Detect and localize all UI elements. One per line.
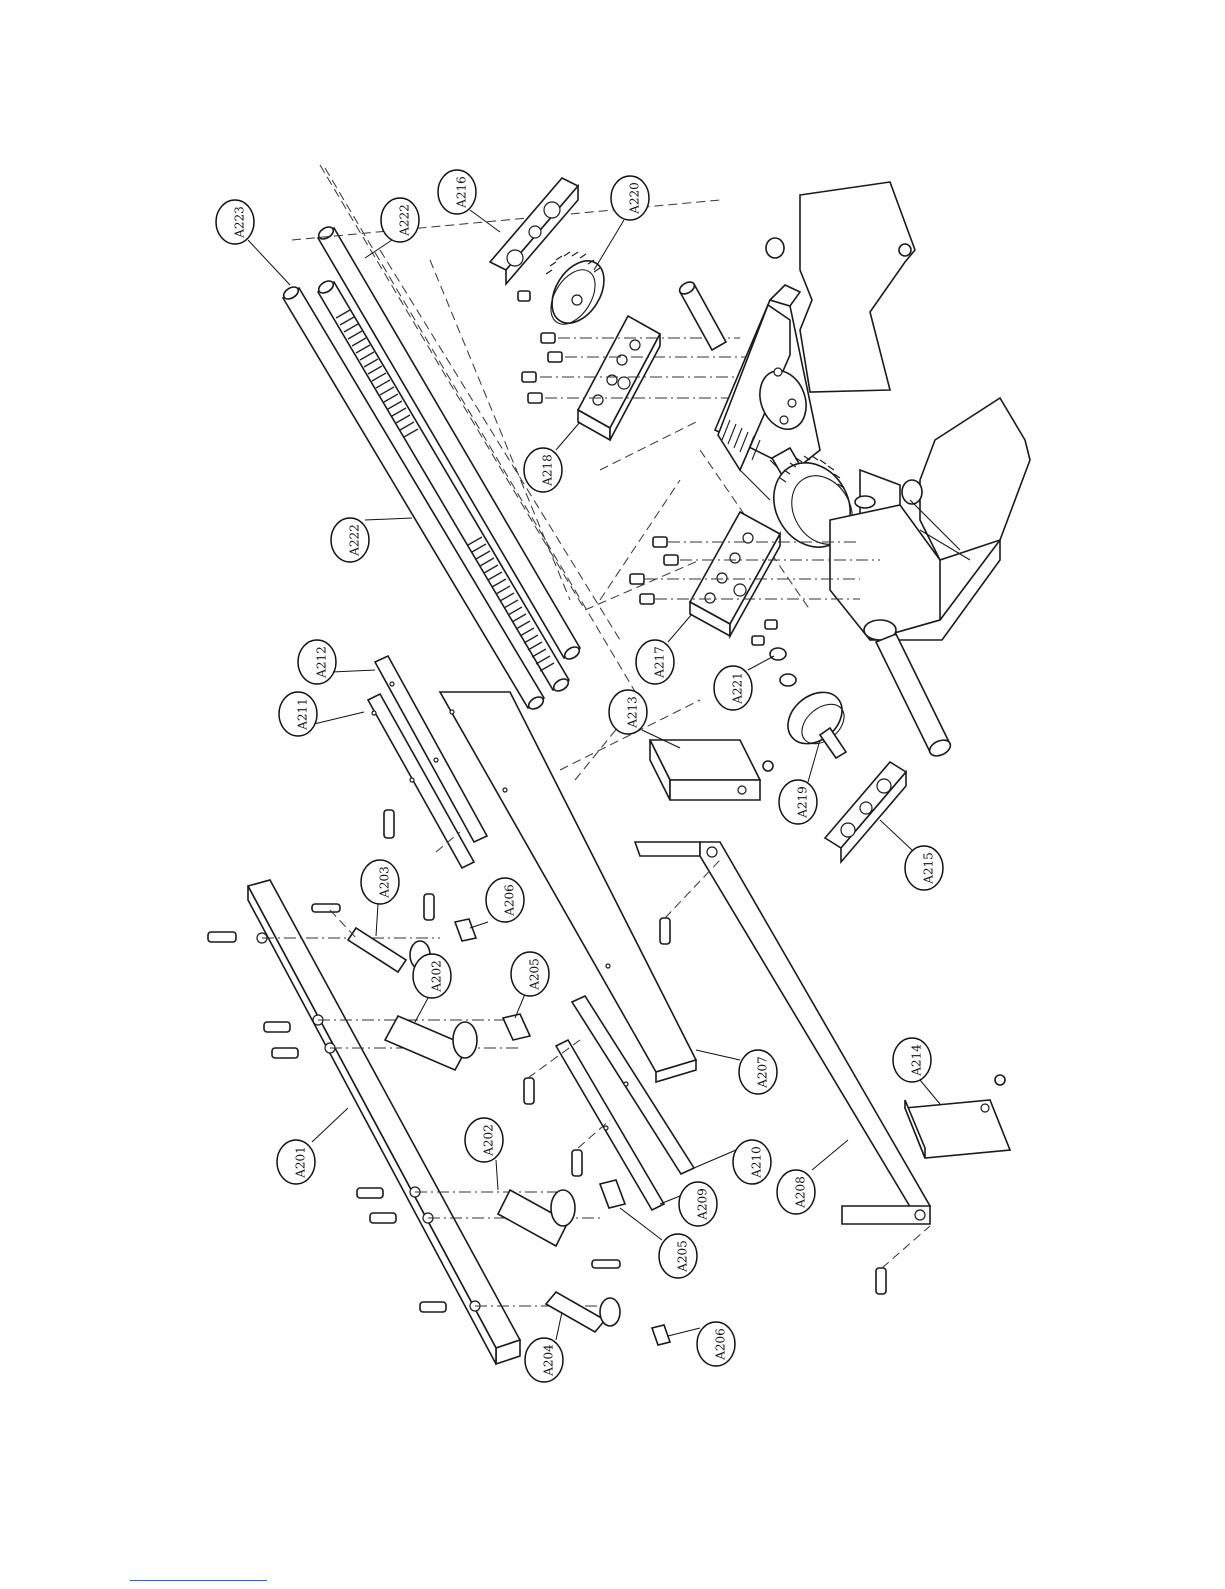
gear-a219 (778, 682, 852, 758)
callout-a221: A221 (714, 656, 774, 710)
bracket-a214 (905, 1075, 1010, 1158)
callout-label: A209 (696, 1188, 710, 1221)
callout-label: A223 (233, 206, 247, 239)
callout-a203: A203 (361, 860, 399, 936)
callout-label: A214 (910, 1044, 924, 1077)
end-block-a216 (490, 178, 578, 284)
callout-a206-lower: A206 (668, 1322, 735, 1366)
gear-a220 (541, 252, 614, 333)
callout-label: A222 (348, 524, 362, 557)
callout-a212: A212 (298, 640, 375, 684)
washers-a221 (752, 620, 796, 686)
roller-bracket-a202-lower (498, 1190, 575, 1246)
callout-label: A215 (922, 852, 936, 885)
roller-bracket-a202-upper (385, 1016, 477, 1070)
callout-label: A220 (628, 182, 642, 215)
callout-label: A213 (626, 696, 640, 729)
plate-a206-upper (455, 919, 476, 941)
socket-screws-a217 (630, 537, 678, 604)
callout-a207: A207 (696, 1050, 777, 1094)
plate-a205-upper (503, 1014, 530, 1040)
callout-label: A212 (315, 646, 329, 679)
footer-rule (130, 1580, 267, 1581)
callout-label: A202 (430, 960, 444, 993)
carriage-block-a217 (690, 512, 780, 636)
callout-a206-upper: A206 (470, 878, 524, 928)
bracket-a213 (650, 740, 773, 800)
callout-a215: A215 (880, 820, 943, 890)
callout-label: A210 (750, 1146, 764, 1179)
callout-label: A208 (794, 1176, 808, 1209)
callout-a223: A223 (216, 200, 290, 285)
callout-label: A205 (676, 1240, 690, 1273)
plate-a205-lower (600, 1180, 625, 1208)
callout-label: A201 (294, 1146, 308, 1179)
callout-a204: A204 (525, 1312, 563, 1382)
callout-a210: A210 (694, 1140, 771, 1184)
carriage-block-a218 (578, 316, 660, 440)
callout-a202-upper: A202 (413, 954, 451, 1022)
callout-label: A205 (528, 958, 542, 991)
motor-housing-right (715, 182, 915, 500)
callout-a217: A217 (636, 614, 692, 684)
plate-a206-lower (652, 1325, 670, 1345)
callout-a214: A214 (893, 1038, 940, 1104)
callout-label: A211 (296, 698, 310, 731)
callout-a208: A208 (777, 1140, 848, 1214)
callout-label: A204 (542, 1344, 556, 1377)
callout-a209: A209 (660, 1182, 717, 1226)
callout-a201: A201 (277, 1108, 348, 1184)
callout-a211: A211 (279, 692, 364, 736)
callout-label: A203 (378, 866, 392, 899)
output-shaft (876, 634, 953, 759)
callout-label: A221 (731, 672, 745, 705)
callout-label: A206 (503, 884, 517, 917)
callout-label: A222 (398, 204, 412, 237)
callout-a218: A218 (524, 422, 580, 492)
callout-a219: A219 (779, 740, 820, 824)
bracket-a204 (546, 1292, 620, 1332)
callout-label: A202 (482, 1124, 496, 1157)
callout-label: A217 (653, 646, 667, 679)
callout-a222-mid: A222 (331, 518, 412, 562)
callout-label: A216 (455, 176, 469, 209)
guide-rod-lower (317, 225, 582, 662)
motor-housing-left (830, 398, 1030, 640)
callout-label: A219 (796, 786, 810, 819)
callout-a220: A220 (594, 176, 649, 270)
callout-label: A206 (714, 1328, 728, 1361)
callout-a202-lower: A202 (465, 1118, 503, 1190)
callout-a216: A216 (438, 170, 500, 232)
callout-a222-top: A222 (365, 198, 419, 258)
callout-label: A207 (756, 1056, 770, 1089)
end-block-a215 (825, 762, 906, 862)
callout-label: A218 (541, 454, 555, 487)
small-rod (678, 280, 726, 350)
callout-a205-upper: A205 (511, 952, 549, 1018)
